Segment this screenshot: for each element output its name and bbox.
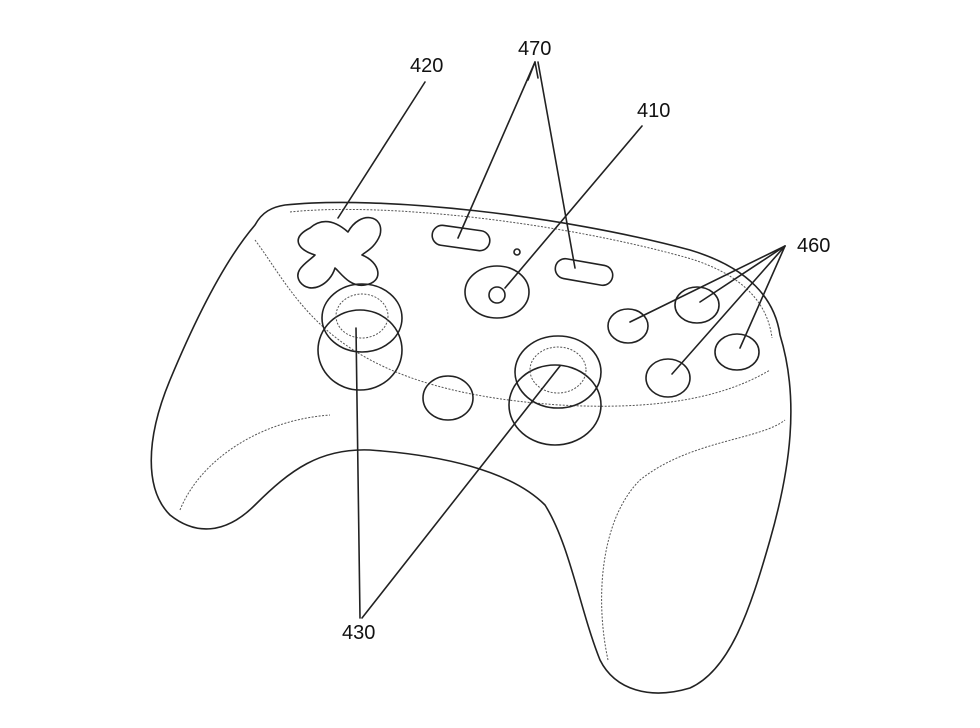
thumbstick-right bbox=[508, 335, 602, 446]
grip-shading-right bbox=[601, 419, 786, 661]
label-thumbsticks: 430 bbox=[342, 622, 376, 644]
thumbstick-left bbox=[317, 283, 403, 391]
controller-body bbox=[150, 201, 792, 694]
action-button-bottom bbox=[645, 358, 691, 398]
mic-button bbox=[422, 375, 474, 421]
dpad bbox=[297, 216, 382, 289]
controller-body-shading bbox=[289, 208, 773, 339]
leader-lines bbox=[337, 61, 786, 619]
label-menu-buttons: 470 bbox=[518, 38, 552, 60]
grip-shading-left bbox=[179, 414, 331, 511]
label-dpad: 420 bbox=[410, 55, 444, 77]
home-icon bbox=[488, 286, 506, 304]
label-action-buttons: 460 bbox=[797, 235, 831, 257]
indicator-light bbox=[513, 248, 521, 256]
label-home-button: 410 bbox=[637, 100, 671, 122]
menu-button-left bbox=[431, 224, 491, 252]
action-button-left bbox=[607, 308, 649, 344]
action-button-right bbox=[714, 333, 760, 371]
home-button bbox=[464, 265, 530, 319]
menu-button-right bbox=[554, 257, 614, 287]
action-button-top bbox=[674, 286, 720, 324]
